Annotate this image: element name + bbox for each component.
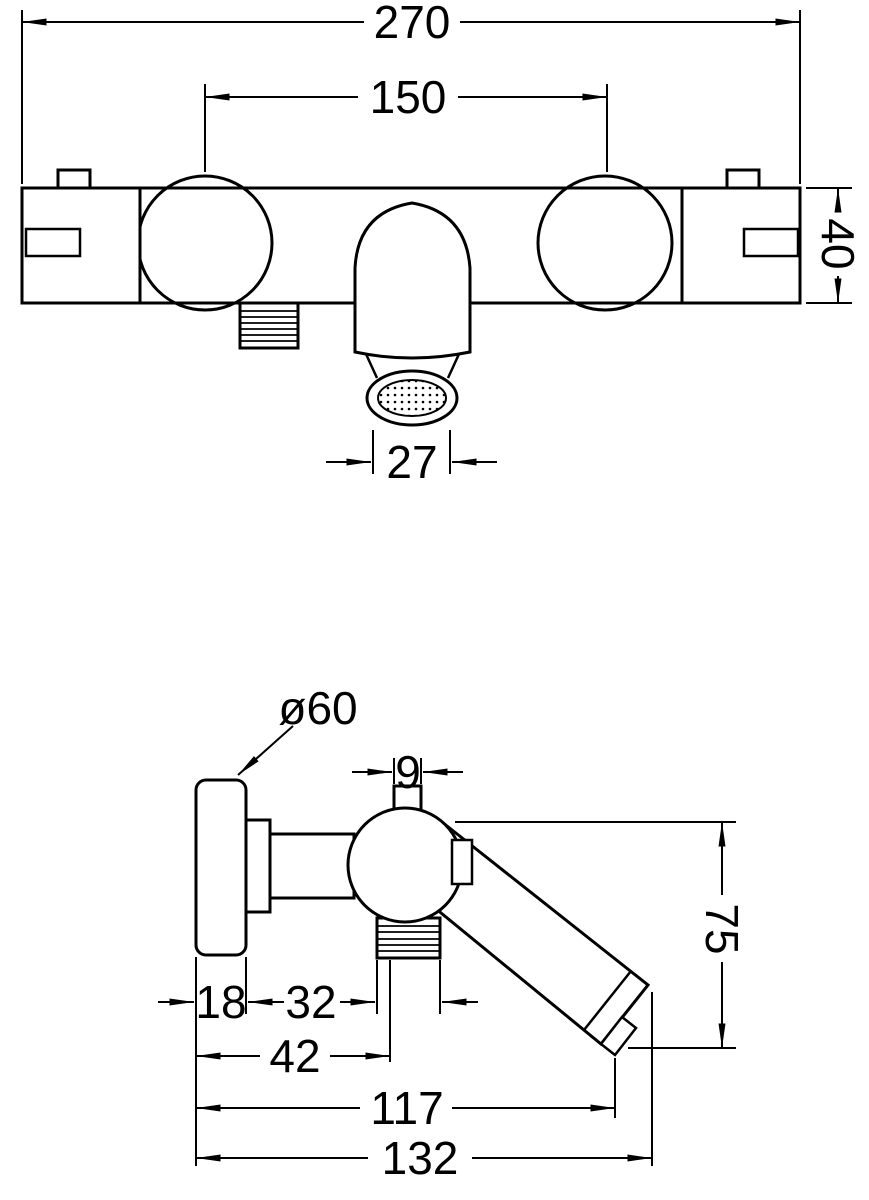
dim-132-label: 132 — [382, 1132, 459, 1184]
dim-40-label: 40 — [812, 218, 864, 269]
dim-32-label: 32 — [285, 976, 336, 1028]
dim-spout-drop: 75 — [455, 821, 748, 1049]
dim-75-label: 75 — [696, 903, 748, 954]
dim-reach-inner: 117 — [196, 1082, 615, 1134]
bottom-extension-lines — [195, 957, 653, 1166]
dim-overall-width: 270 — [21, 0, 801, 184]
hose-outlet-side — [375, 916, 442, 960]
dim-270-label: 270 — [374, 0, 451, 48]
dim-27-label: 27 — [386, 436, 437, 488]
right-escutcheon-circle — [536, 174, 674, 312]
right-handle-lever — [742, 227, 800, 258]
dim-connection-spacing: 150 — [204, 71, 608, 172]
left-handle-button — [56, 168, 92, 190]
dim-outlet-offset: 42 — [196, 1030, 390, 1082]
dim-spout-outlet: 27 — [326, 430, 497, 488]
dim-row-18-32: 18 32 — [158, 976, 478, 1028]
connector-step-2 — [268, 832, 356, 900]
side-view: ø60 9 75 — [158, 682, 748, 1184]
aerator-face — [365, 369, 459, 427]
dim-flange-diameter: ø60 — [237, 682, 358, 776]
dim-9-label: 9 — [395, 746, 421, 798]
body-circle-side — [346, 806, 464, 924]
dim-42-label: 42 — [269, 1030, 320, 1082]
hose-outlet-front — [238, 301, 300, 350]
dim-150-label: 150 — [370, 71, 447, 123]
wall-flange — [194, 778, 248, 957]
front-view: 270 150 40 27 — [20, 0, 864, 488]
spout-taper-left — [364, 353, 379, 379]
dim-reach-overall: 132 — [196, 1132, 652, 1184]
right-handle-button — [725, 168, 761, 190]
left-handle-lever — [24, 227, 82, 258]
dim-top-port: 9 — [352, 746, 463, 798]
spout-tip-aerator — [599, 1015, 638, 1057]
connector-step-1 — [244, 818, 272, 914]
left-escutcheon-circle — [136, 174, 274, 312]
dim-18-label: 18 — [195, 976, 246, 1028]
dim-117-label: 117 — [370, 1082, 443, 1134]
spout-taper-right — [446, 353, 461, 379]
spout-tip-joint — [583, 970, 632, 1031]
spout-junction-tab — [450, 838, 474, 886]
dim-body-height: 40 — [806, 187, 864, 304]
dim-d60-label: ø60 — [278, 682, 357, 734]
spout-front — [353, 201, 472, 360]
